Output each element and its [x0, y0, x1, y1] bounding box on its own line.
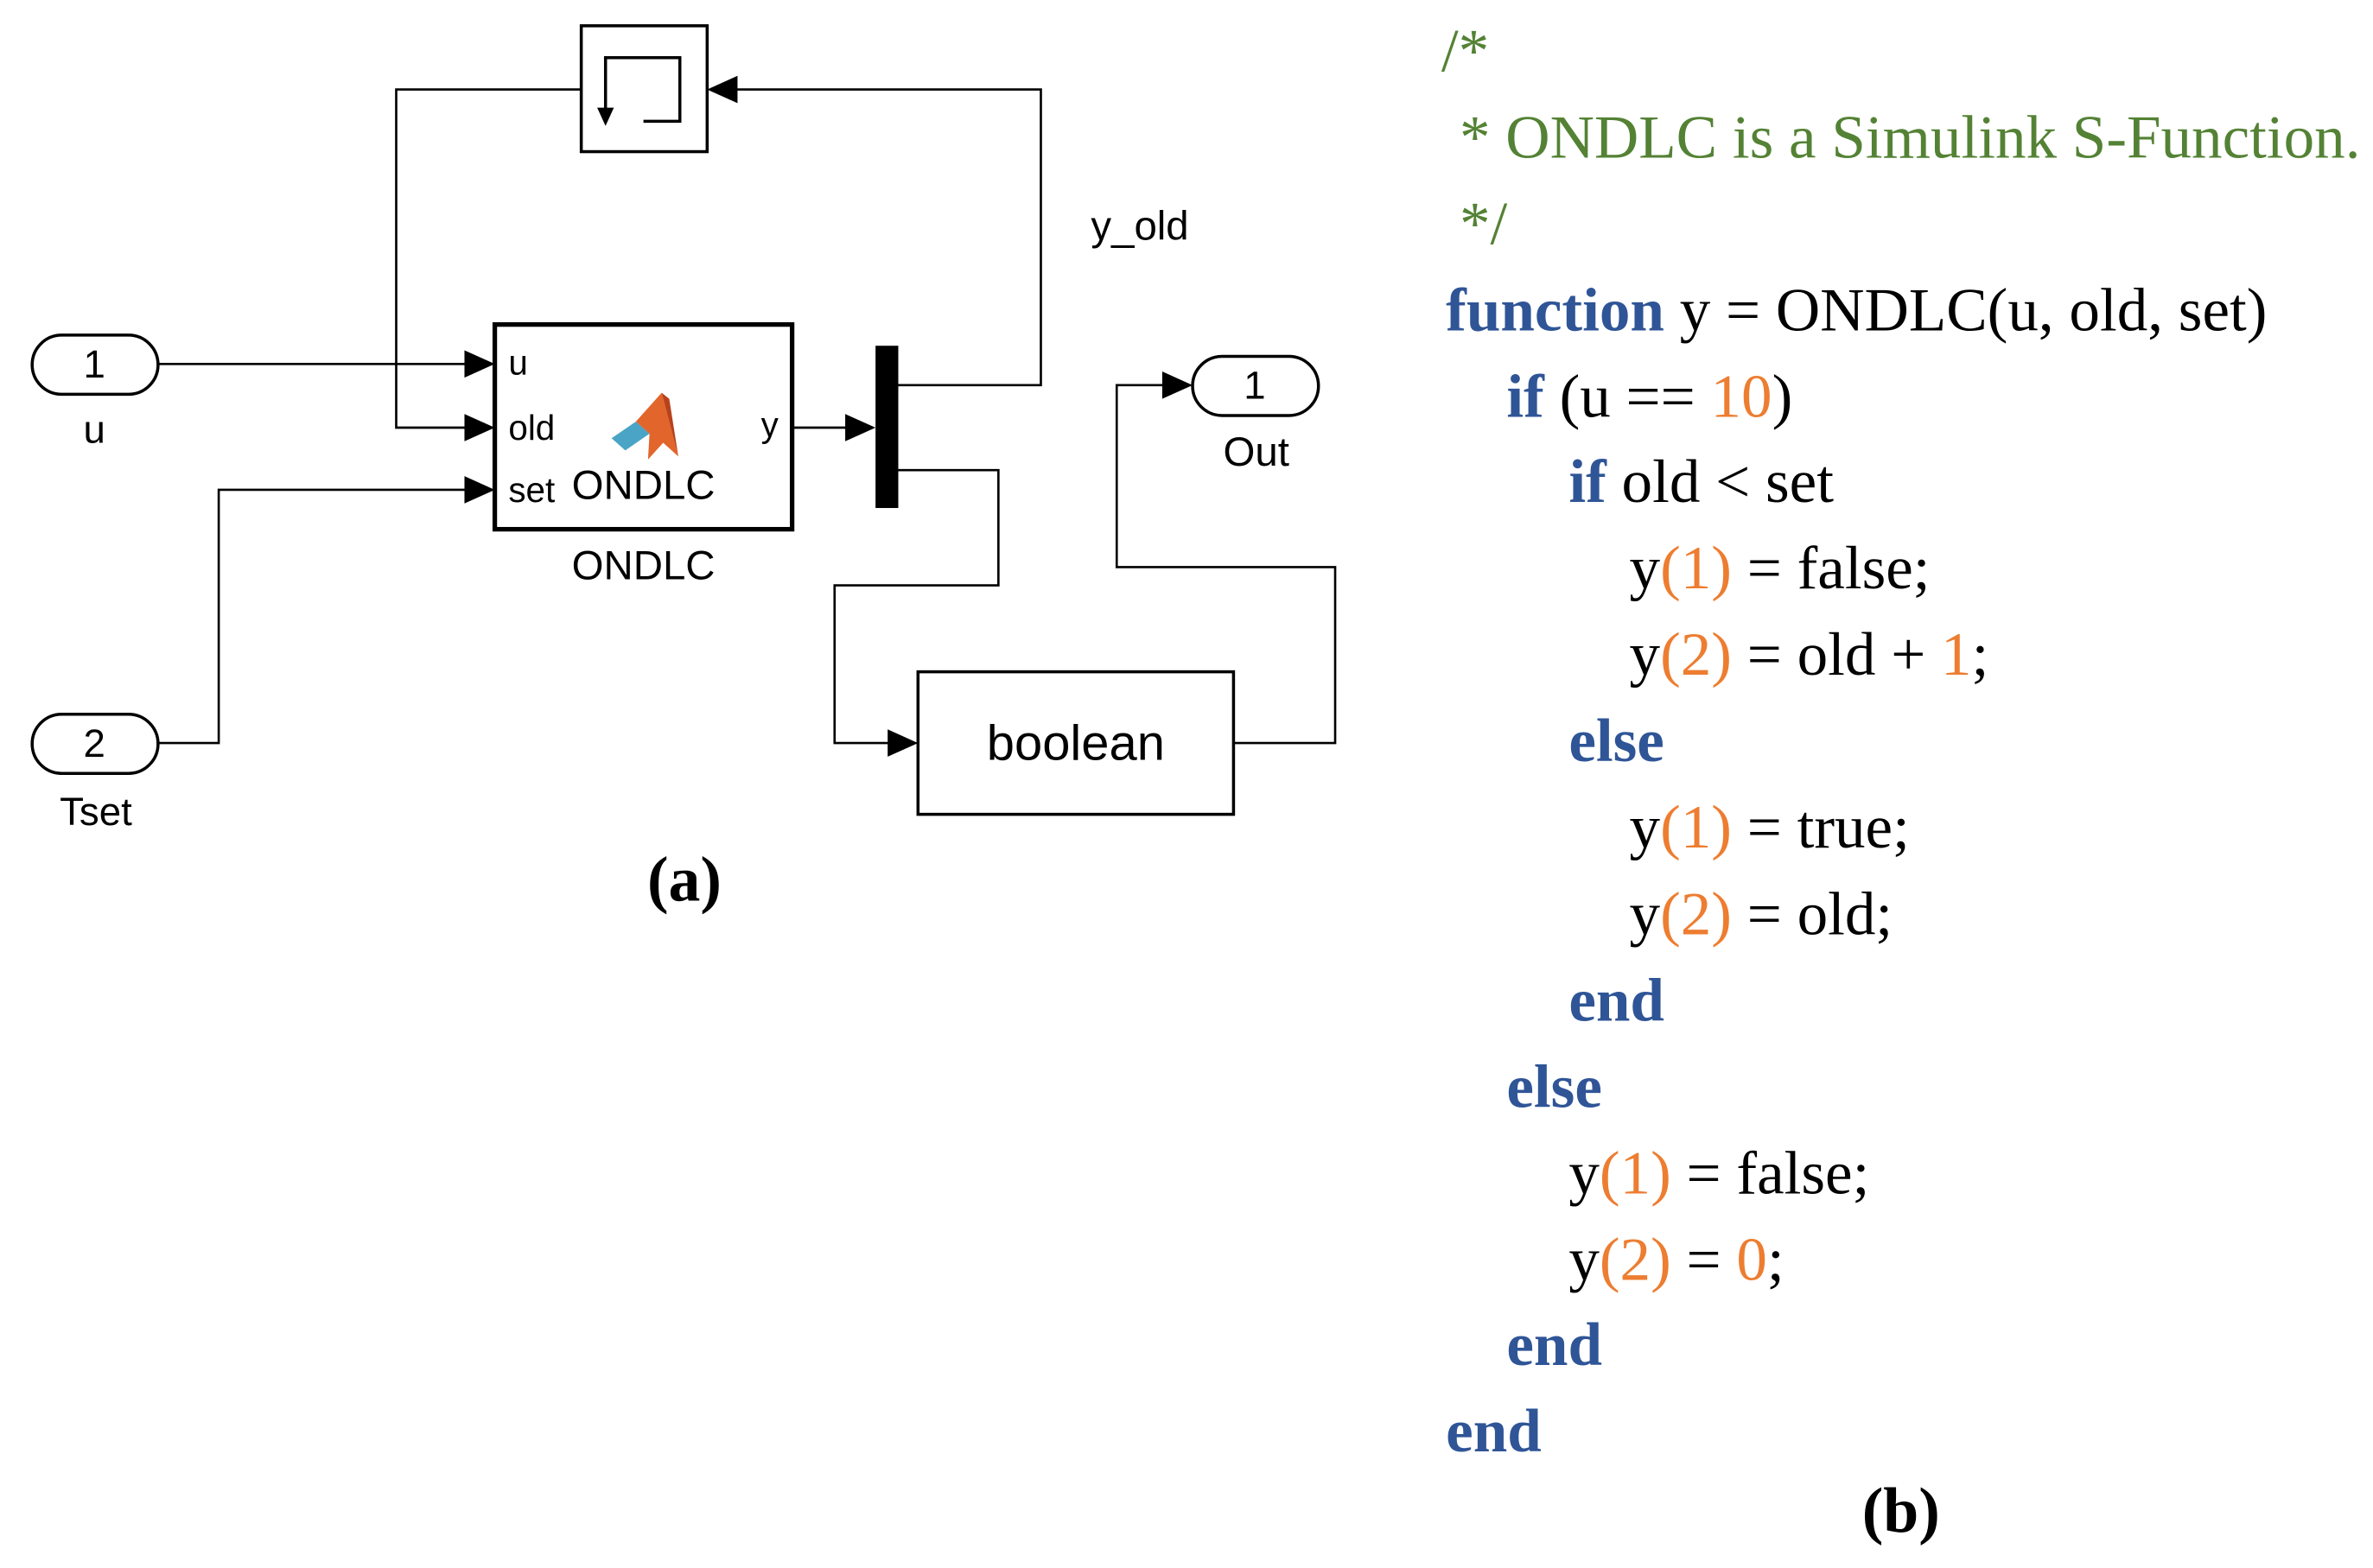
code-text: (u == — [1544, 364, 1711, 431]
port-label-old: old — [508, 408, 555, 448]
code-text: ) — [1772, 364, 1793, 431]
arrowhead — [707, 75, 738, 104]
inport-tset: 2 — [30, 713, 160, 775]
code-text: y — [1568, 1226, 1600, 1293]
code-number: 10 — [1710, 364, 1772, 431]
arrowhead — [464, 414, 495, 441]
code-keyword: else — [1506, 1053, 1602, 1120]
code-line-3: */ — [1460, 191, 1508, 258]
inport-label-u: u — [83, 408, 105, 452]
code-text: = old; — [1732, 880, 1893, 948]
boolean-conversion-block: boolean — [916, 670, 1236, 816]
code-text: y — [1630, 621, 1661, 689]
code-number: (2) — [1600, 1226, 1671, 1293]
code-keyword: function — [1446, 277, 1664, 345]
code-line-8: y(2) = old + 1; — [1630, 621, 1989, 689]
code-keyword: else — [1568, 708, 1664, 775]
demux-block — [875, 346, 899, 509]
code-keyword: if — [1506, 364, 1545, 431]
unit-delay-icon — [597, 55, 682, 126]
code-text: = — [1671, 1226, 1737, 1293]
code-number: (1) — [1600, 1139, 1671, 1207]
code-number: 1 — [1941, 621, 1972, 689]
ondlc-block-name: ONDLC — [572, 543, 716, 589]
signal-line-tset — [157, 476, 495, 745]
inport-number: 2 — [83, 721, 105, 765]
ondlc-block: u old set y ONDLC — [492, 322, 795, 532]
code-text: y — [1630, 535, 1661, 602]
arrowhead — [887, 729, 919, 757]
code-line-13: else — [1506, 1053, 1602, 1120]
port-label-y: y — [761, 405, 779, 445]
panel-b-code-listing: /* * ONDLC is a Simulink S-Function. */ … — [1441, 18, 2361, 1546]
code-number: (1) — [1660, 794, 1732, 861]
signal-line-to-boolean — [833, 468, 1000, 757]
panel-a-simulink-diagram: y_old 1 u 2 Tset u old — [30, 24, 1337, 915]
code-keyword: if — [1568, 448, 1607, 516]
code-line-17: end — [1446, 1398, 1542, 1465]
code-text: y = ONDLC(u, old, set) — [1664, 277, 2268, 345]
ondlc-block-icon-text: ONDLC — [572, 463, 716, 509]
signal-line-to-out — [1115, 371, 1337, 745]
code-comment: /* — [1441, 18, 1489, 86]
panel-a-label: (a) — [647, 844, 722, 915]
code-line-6: if old < set — [1568, 448, 1834, 516]
code-line-15: y(2) = 0; — [1568, 1226, 1784, 1293]
code-line-2: * ONDLC is a Simulink S-Function. — [1460, 105, 2361, 172]
matlab-logo-icon — [611, 392, 678, 460]
code-text: = old + — [1732, 621, 1941, 689]
inport-u: 1 — [30, 333, 160, 397]
code-text: y — [1630, 880, 1661, 948]
code-number: (2) — [1660, 880, 1732, 948]
boolean-block-label: boolean — [987, 715, 1165, 771]
code-comment: */ — [1460, 191, 1508, 258]
signal-line-y-old-feedback — [707, 75, 1042, 387]
code-line-16: end — [1506, 1311, 1602, 1379]
code-line-9: else — [1568, 708, 1664, 775]
code-line-10: y(1) = true; — [1630, 794, 1910, 861]
code-text: = false; — [1732, 535, 1931, 602]
panel-b-label: (b) — [1862, 1475, 1940, 1546]
code-text: = false; — [1671, 1139, 1870, 1207]
code-line-12: end — [1568, 967, 1664, 1034]
code-line-7: y(1) = false; — [1630, 535, 1931, 602]
code-number: (1) — [1660, 535, 1732, 602]
code-comment: * ONDLC is a Simulink S-Function. — [1460, 105, 2361, 172]
code-text: old < set — [1606, 448, 1834, 516]
unit-delay-block — [579, 24, 709, 154]
code-number: (2) — [1660, 621, 1732, 689]
signal-line-delay-to-old — [395, 88, 582, 441]
arrowhead — [1161, 371, 1193, 399]
outport-number: 1 — [1244, 364, 1265, 408]
code-text: ; — [1972, 621, 1989, 689]
code-line-4: function y = ONDLC(u, old, set) — [1446, 277, 2267, 345]
arrowhead — [464, 350, 495, 378]
code-text: = true; — [1732, 794, 1910, 861]
code-keyword: end — [1568, 967, 1664, 1034]
code-keyword: end — [1446, 1398, 1542, 1465]
code-text: y — [1630, 794, 1661, 861]
outport-label-out: Out — [1224, 429, 1289, 475]
code-line-1: /* — [1441, 18, 1489, 86]
code-line-5: if (u == 10) — [1506, 364, 1792, 431]
code-text: ; — [1767, 1226, 1785, 1293]
port-label-set: set — [508, 470, 555, 510]
inport-label-tset: Tset — [60, 790, 132, 834]
code-line-11: y(2) = old; — [1630, 880, 1893, 948]
port-label-u: u — [508, 343, 527, 383]
code-keyword: end — [1506, 1311, 1602, 1379]
signal-label-y-old: y_old — [1091, 203, 1188, 249]
arrowhead — [464, 476, 495, 504]
code-line-14: y(1) = false; — [1568, 1139, 1869, 1207]
signal-line-y — [792, 414, 876, 441]
code-number: 0 — [1736, 1226, 1767, 1293]
signal-line-u — [157, 350, 495, 378]
arrowhead — [845, 414, 876, 441]
inport-number: 1 — [83, 342, 105, 386]
outport-out: 1 — [1191, 354, 1320, 417]
code-text: y — [1568, 1139, 1600, 1207]
